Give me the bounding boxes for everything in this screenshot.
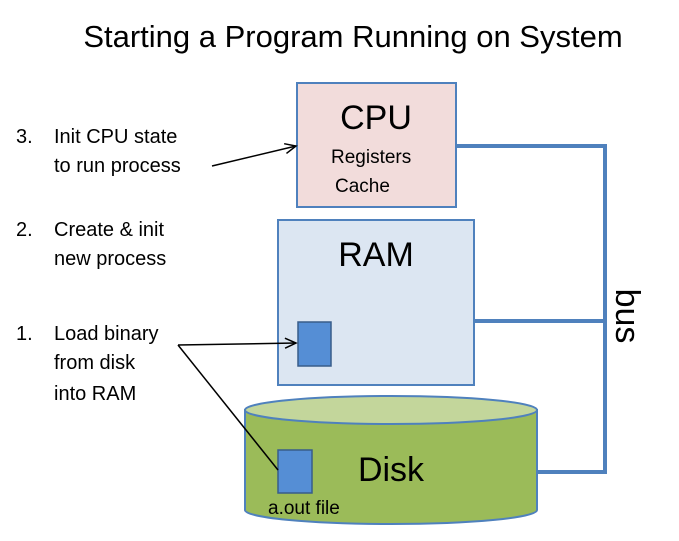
step-1-line-3: into RAM (54, 383, 136, 405)
ram-binary-block (297, 321, 332, 367)
step-2: 2. Create & init new process (16, 219, 166, 270)
arrow-step1-to-ram (177, 337, 298, 349)
cpu-box: CPU Registers Cache (296, 82, 457, 208)
step-1-number: 1. (16, 323, 33, 345)
step-2-line-1: Create & init (54, 219, 164, 241)
step-1-line-2: from disk (54, 352, 136, 374)
diagram-title: Starting a Program Running on System (83, 19, 622, 54)
step-2-number: 2. (16, 219, 33, 241)
line-step1-to-disk-file (177, 344, 279, 471)
step-1-line-1: Load binary (54, 323, 159, 345)
cpu-label: CPU (340, 99, 412, 137)
arrow-step3-to-cpu (211, 142, 298, 167)
ram-box: RAM (277, 219, 475, 386)
step-2-line-2: new process (54, 248, 166, 270)
step-3-number: 3. (16, 126, 33, 148)
step-3: 3. Init CPU state to run process (16, 126, 181, 177)
cpu-cache-label: Cache (335, 176, 390, 197)
step-3-line-1: Init CPU state (54, 126, 177, 148)
disk-file-block (277, 449, 313, 494)
cpu-rect (296, 82, 457, 208)
disk-file-label: a.out file (268, 498, 340, 519)
disk-body (244, 409, 538, 525)
bus-lines (456, 144, 607, 474)
disk-cylinder: Disk a.out file (244, 395, 538, 525)
disk-label: Disk (358, 451, 425, 489)
bus-label: bus (608, 289, 646, 344)
ram-label: RAM (338, 236, 414, 274)
step-1: 1. Load binary from disk into RAM (16, 323, 159, 405)
disk-top (244, 395, 538, 425)
cpu-registers-label: Registers (331, 147, 411, 168)
step-3-line-2: to run process (54, 155, 181, 177)
